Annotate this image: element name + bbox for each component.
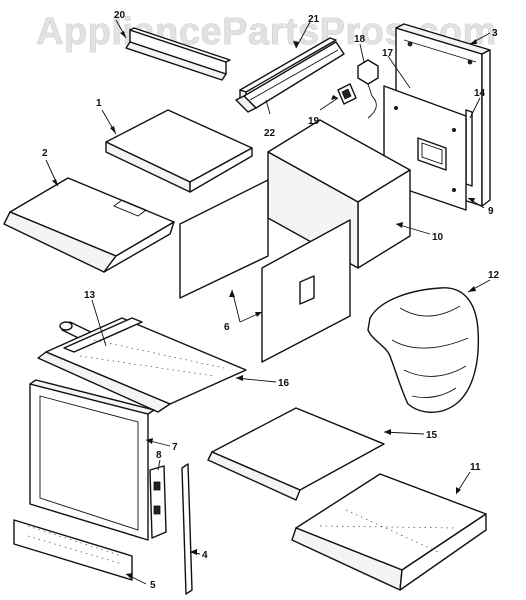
callout-15: 15 (426, 430, 438, 441)
callout-6: 6 (224, 322, 230, 333)
part-5-kick-plate[interactable] (13, 519, 133, 581)
part-20-trim-bar[interactable] (125, 27, 231, 81)
callout-18: 18 (354, 34, 366, 45)
part-6-side-panel-right[interactable] (261, 219, 351, 363)
callout-2: 2 (42, 148, 48, 159)
callout-19: 19 (308, 116, 320, 127)
callout-13: 13 (84, 290, 96, 301)
arrowheads (52, 31, 477, 579)
part-19-switch[interactable] (337, 83, 357, 105)
part-12-insulation-blanket[interactable] (367, 287, 480, 413)
callout-16: 16 (278, 378, 290, 389)
callout-12: 12 (488, 270, 500, 281)
part-22-vent-channel[interactable] (235, 41, 345, 113)
part-11-bottom-pan[interactable] (291, 473, 487, 591)
callout-17: 17 (382, 48, 394, 59)
callout-3: 3 (492, 28, 498, 39)
callout-5: 5 (150, 580, 156, 591)
part-14-strip[interactable] (465, 109, 473, 187)
callout-21: 21 (308, 14, 320, 25)
callout-4: 4 (202, 550, 208, 561)
callout-9: 9 (488, 206, 494, 217)
part-6-side-panel-left[interactable] (179, 179, 269, 299)
callout-14: 14 (474, 88, 486, 99)
part-2-bottom-tray[interactable] (3, 177, 175, 273)
part-7-door-frame[interactable] (29, 379, 155, 541)
callout-labels: 20 21 3 18 17 14 1 19 22 2 9 10 12 13 6 … (42, 10, 500, 591)
part-8-latch-bracket[interactable] (149, 465, 167, 539)
part-16-frame[interactable] (37, 317, 247, 413)
callout-7: 7 (172, 442, 178, 453)
callout-11: 11 (470, 462, 481, 473)
callout-8: 8 (156, 450, 162, 461)
part-4-vertical-trim[interactable] (181, 463, 193, 595)
callout-1: 1 (96, 98, 102, 109)
callout-10: 10 (432, 232, 444, 243)
part-15-floor-tray[interactable] (207, 407, 385, 501)
callout-20: 20 (114, 10, 126, 21)
part-18-bracket[interactable] (357, 59, 379, 119)
part-1-top-panel[interactable] (105, 109, 253, 193)
callout-22: 22 (264, 128, 276, 139)
